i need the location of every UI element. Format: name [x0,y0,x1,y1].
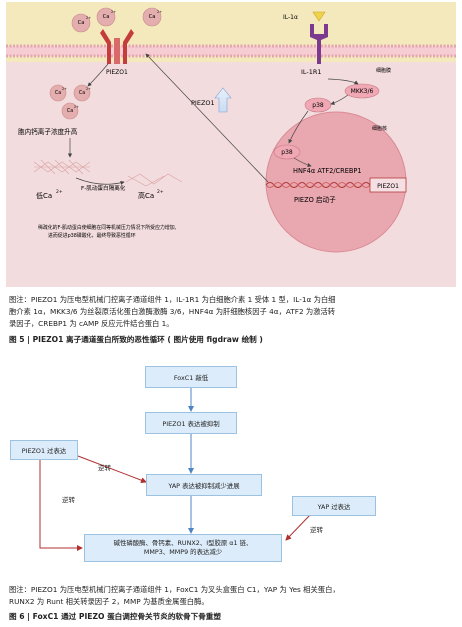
arrow-dense-to-sparse [75,177,125,185]
svg-text:Ca: Ca [103,14,110,20]
p38-node: p38 [304,97,332,113]
box-foxc1-knockdown: FoxC1 敲低 [145,366,237,388]
ca-ion: Ca 2+ [49,84,67,102]
il1r1-label: IL-1R1 [301,68,322,76]
svg-text:p38: p38 [281,149,293,156]
arrow-channel-to-ca [87,63,109,87]
box-yap-suppressed: YAP 表达被抑制减少进展 [146,474,262,496]
svg-text:2+: 2+ [157,10,162,14]
transcription-factors-label: HNF4α ATF2/CREBP1 [293,167,362,175]
piezo1-increase-arrow-icon [214,87,232,113]
box-piezo1-overexpression: PIEZO1 过表达 [10,440,78,460]
reverse-label-1: 逆转 [98,464,111,472]
svg-text:Ca: Ca [149,14,156,20]
low-ca-label: 低Ca [36,191,52,200]
ca-ion: Ca 2+ [73,84,91,102]
dna-helix-icon [265,181,371,189]
figure5-caption-line1: 图注：PIEZO1 为压电型机械门控离子通道组件 1，IL-1R1 为白细胞介素… [9,295,336,304]
svg-text:2+: 2+ [86,16,91,20]
f-actin-dense-icon [33,159,91,175]
f-actin-sparse-icon [125,173,183,187]
ca-ion: Ca 2+ [61,102,79,120]
high-ca-label: 高Ca [138,191,154,200]
figure5-diagram: Ca 2+ Ca 2+ Ca 2+ PIEZO1 IL-1α IL-1R1 细胞… [6,2,456,287]
svg-text:2+: 2+ [86,87,91,91]
reverse-label-2: 逆转 [62,496,75,504]
reverse-label-3: 逆转 [310,526,323,534]
arrow-nucleus-to-piezo1 [145,53,269,183]
piezo1-gene-label: PIEZO1 [377,183,399,190]
svg-text:Ca: Ca [78,20,85,26]
promoter-label: PIEZO 启动子 [294,195,336,204]
ca-ion: Ca 2+ [71,13,91,33]
figure6-caption-line2: RUNX2 为 Runt 相关转录因子 2，MMP 为基质金属蛋白酶。 [9,597,209,606]
arrow-p38-to-nucleus [288,110,309,144]
f-actin-isolation-label: F-肌动蛋白隔离化 [81,184,126,192]
p38-nuclear-node: p38 [273,144,301,160]
high-ca-charge: 2+ [157,189,164,195]
ca-ion: Ca 2+ [142,7,162,27]
svg-text:Ca: Ca [67,108,73,114]
figure5-caption-line3: 录因子，CREBP1 为 cAMP 反应元件结合蛋白 1。 [9,319,174,328]
svg-text:Ca: Ca [79,90,85,96]
svg-text:p38: p38 [312,102,324,109]
nuclear-membrane-label: 细胞核 [372,125,387,132]
svg-text:2+: 2+ [62,87,67,91]
figure6-caption-line1: 图注：PIEZO1 为压电型机械门控离子通道组件 1，FoxC1 为叉头盒蛋白 … [9,585,340,594]
piezo1-increase-label: PIEZO1 [191,99,215,107]
svg-text:Ca: Ca [55,90,61,96]
box-yap-overexpression: YAP 过表达 [292,496,376,516]
piezo1-channel-icon [100,29,134,64]
svg-text:MKK3/6: MKK3/6 [351,88,374,95]
svg-text:2+: 2+ [74,105,79,109]
arrow-mkk-to-p38 [330,94,349,106]
ca-ion: Ca 2+ [96,7,116,27]
svg-text:2+: 2+ [111,10,116,14]
cell-membrane [6,44,456,58]
arrow-p38-to-tf [293,157,312,168]
arrow-il1r1-to-mkk [327,78,359,85]
low-ca-charge: 2+ [56,189,63,195]
arrow-yap-over-to-bottom [285,514,311,541]
box-marker-line1: 碱性磷酸酶、骨钙素、RUNX2、Ⅰ型胶原 α1 链、 [113,539,253,547]
arrow-piezo-over-to-bottom [39,460,83,551]
il1a-label: IL-1α [283,14,298,21]
arrow-piezo-over-to-yap [77,455,147,484]
il1a-ligand-icon [312,11,326,22]
box-piezo1-suppressed: PIEZO1 表达被抑制 [145,412,237,434]
piezo1-gene-box [369,177,407,193]
explanation-line1: 稀疏化的F-肌动蛋白使细胞在同等机械压力情况下所受应力增加, [38,224,177,231]
intracellular-ca-label: 胞内钙离子浓度升高 [18,127,78,136]
box-marker-line2: MMP3、MMP9 的表达减少 [143,548,223,556]
box-marker-expression: 碱性磷酸酶、骨钙素、RUNX2、Ⅰ型胶原 α1 链、 MMP3、MMP9 的表达… [84,534,282,562]
figure6-title: 图 6 | FoxC1 通过 PIEZO 蛋白调控骨关节炎的软骨下骨重塑 [9,612,221,621]
il1r1-receptor-icon [310,24,328,64]
piezo1-channel-label: PIEZO1 [106,69,128,76]
cell-membrane-label: 细胞膜 [376,67,391,74]
figure5-caption-line2: 胞介素 1α，MKK3/6 为丝裂原活化蛋白激酶激酶 3/6，HNF4α 为肝细… [9,307,336,316]
figure5-title: 图 5 | PIEZO1 离子通道蛋白所致的恶性循环 ( 图片使用 figdra… [9,335,263,344]
mkk36-node: MKK3/6 [344,83,380,99]
explanation-line2: 进而促进p38磷酸化，最终导致恶性循环 [48,232,136,239]
